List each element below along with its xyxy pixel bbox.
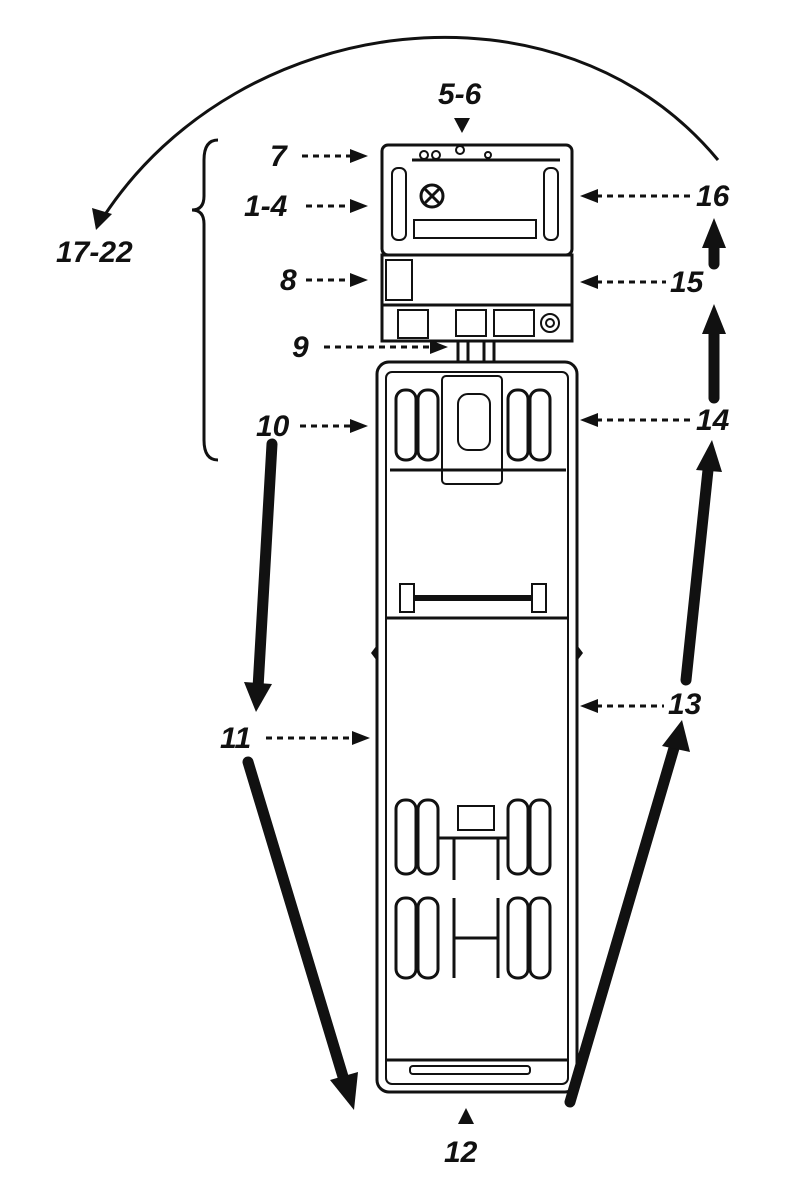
steering-wheel-icon	[419, 183, 445, 209]
landing-gear	[371, 583, 583, 661]
front-section-bracket	[191, 138, 219, 462]
trailer	[371, 360, 583, 1094]
rear-axle-tires-2	[394, 896, 552, 980]
tractor-frame	[380, 253, 574, 343]
rear-axle-tires-1	[394, 798, 552, 880]
label-8: 8	[280, 264, 297, 297]
trailer-rear	[386, 1058, 568, 1075]
label-5-6: 5-6	[438, 78, 482, 111]
label-9: 9	[292, 331, 309, 364]
label-16: 16	[696, 180, 730, 213]
label-12: 12	[444, 1136, 478, 1169]
label-10: 10	[256, 410, 290, 443]
label-11: 11	[220, 722, 251, 755]
tractor-cab	[380, 143, 574, 257]
arc-arrow-to-17-22	[102, 35, 720, 217]
pointer-arrows	[266, 118, 692, 1124]
label-14: 14	[696, 404, 730, 437]
label-1-4: 1-4	[244, 190, 288, 223]
front-axle-tires	[390, 375, 566, 485]
label-15: 15	[670, 266, 705, 299]
label-17-22: 17-22	[56, 236, 133, 269]
label-7: 7	[270, 140, 288, 173]
label-13: 13	[668, 688, 702, 721]
arc-arrowhead	[92, 208, 112, 230]
walkaround-route	[242, 218, 726, 1110]
